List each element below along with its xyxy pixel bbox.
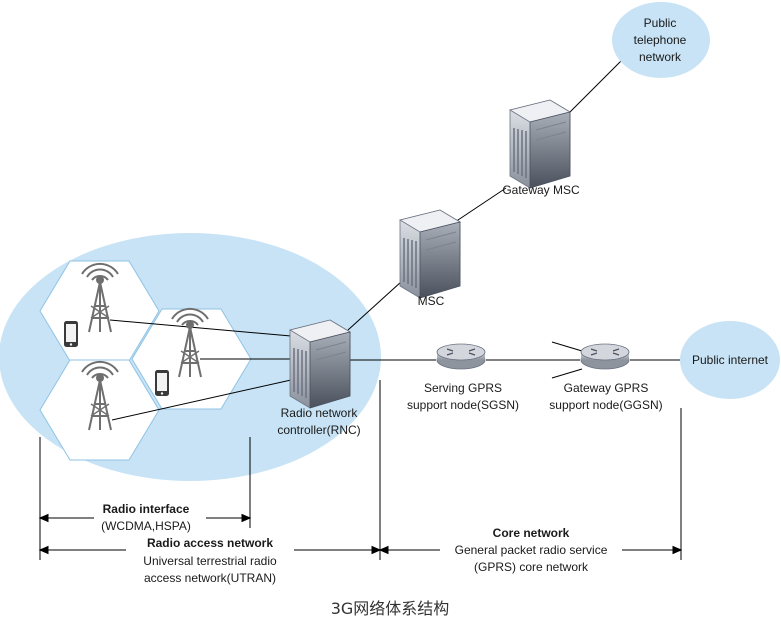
public-telephone-network-cloud — [612, 2, 710, 78]
rnc-label-line1: Radio network — [281, 406, 359, 420]
rnc-server-icon — [289, 319, 351, 409]
ggsn-label-line1: Gateway GPRS — [564, 381, 649, 395]
mobile-phone-icon — [64, 321, 78, 347]
gateway-msc-label: Gateway MSC — [502, 183, 580, 197]
ggsn-label-line2: support node(GGSN) — [549, 398, 662, 412]
radio-interface-title: Radio interface — [103, 502, 190, 516]
core-links — [347, 57, 683, 379]
msc-label: MSC — [418, 294, 445, 308]
gateway-msc-server-icon — [509, 99, 571, 189]
core-title: Core network — [493, 526, 570, 540]
rnc-label-line2: controller(RNC) — [277, 423, 360, 437]
sgsn-label-line1: Serving GPRS — [424, 381, 502, 395]
ran-sub-line2: access network(UTRAN) — [144, 571, 276, 585]
core-sub-line2: (GPRS) core network — [474, 560, 589, 574]
internet-label: Public internet — [692, 353, 769, 367]
core-sub-line1: General packet radio service — [455, 543, 608, 557]
msc-server-icon — [399, 209, 461, 299]
diagram-caption: 3G网络体系结构 — [331, 599, 450, 618]
pstn-label-line3: network — [639, 50, 682, 64]
span-boundaries — [39, 380, 682, 560]
sgsn-label-line2: support node(SGSN) — [407, 398, 519, 412]
radio-links — [109, 319, 292, 421]
public-internet-cloud — [680, 321, 780, 399]
pstn-label-line1: Public — [644, 16, 677, 30]
ggsn-router-icon — [580, 343, 630, 370]
sgsn-router-icon — [436, 343, 486, 370]
ran-sub-line1: Universal terrestrial radio — [143, 554, 277, 568]
radio-interface-sub: (WCDMA,HSPA) — [101, 519, 191, 533]
ran-title: Radio access network — [147, 536, 273, 550]
pstn-label-line2: telephone — [634, 33, 687, 47]
mobile-phone-icon — [155, 370, 169, 396]
